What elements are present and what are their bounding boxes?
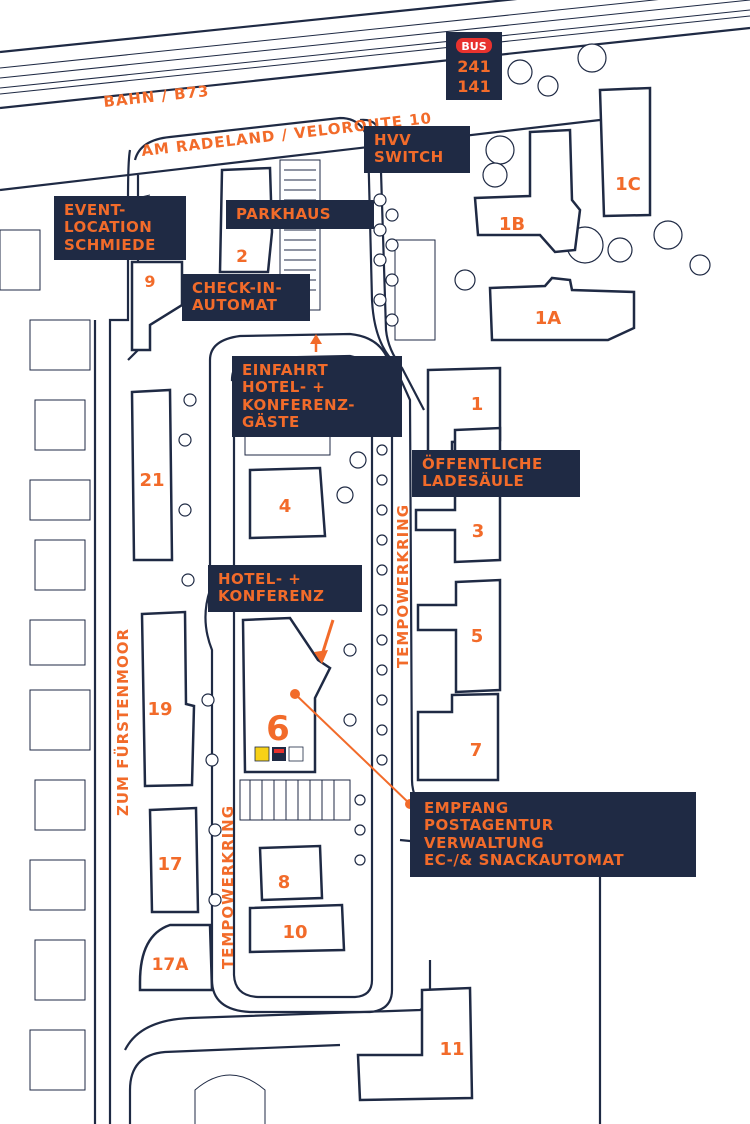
building-1b-number: 1B [499,214,525,235]
street-tempowerkring-east: TEMPOWERKRING [394,504,412,668]
trees [178,43,711,907]
label-line: EC-/& SNACKAUTOMAT [424,850,625,869]
bus-stop: BUS 241 141 [446,32,502,100]
building-21-number: 21 [139,470,164,491]
label-line: CHECK-IN- [192,279,283,297]
label-line: LOCATION [64,218,153,237]
label-line: HOTEL- + [242,378,326,397]
building-3-number: 3 [472,521,485,542]
residential-west [0,229,91,1091]
label-line: EMPFANG [424,799,509,817]
label-parkhaus: PARKHAUS [226,200,374,230]
label-line: HOTEL- + [218,570,302,588]
label-line: HVV [374,131,412,149]
building-1-number: 1 [471,394,484,415]
label-line: PARKHAUS [236,205,332,223]
label-hvv-switch: HVV SWITCH [364,126,470,173]
building-6-number: 6 [266,709,290,749]
label-line: AUTOMAT [192,296,278,315]
building-5-number: 5 [471,626,484,647]
building-1c-number: 1C [615,174,641,195]
label-line: EINFAHRT [242,361,329,379]
building-7-number: 7 [470,740,483,761]
label-einfahrt: EINFAHRT HOTEL- + KONFERENZ- GÄSTE [232,356,402,437]
label-line: ÖFFENTLICHE [422,455,543,473]
railway [0,0,750,192]
bus-line-141: 141 [457,77,490,96]
post-icon [254,746,270,762]
snack-icon [288,746,304,762]
label-line: EVENT- [64,201,126,219]
building-10-number: 10 [282,922,307,943]
label-ladesaeule: ÖFFENTLICHE LADESÄULE [412,450,580,497]
label-line: POSTAGENTUR [424,816,554,835]
street-tempowerkring-west: TEMPOWERKRING [219,805,237,969]
bus-badge: BUS [461,40,486,53]
label-empfang: EMPFANG POSTAGENTUR VERWALTUNG EC-/& SNA… [410,792,696,877]
label-event-location: EVENT- LOCATION SCHMIEDE [54,196,186,260]
street-zum-fuerstenmoor: ZUM FÜRSTENMOOR [113,628,132,816]
label-line: GÄSTE [242,412,300,431]
label-line: VERWALTUNG [424,833,545,852]
building-11-number: 11 [439,1039,464,1060]
label-line: SWITCH [374,148,444,167]
building-19-number: 19 [147,699,172,720]
label-line: KONFERENZ- [242,395,355,414]
label-hotel-konferenz: HOTEL- + KONFERENZ [208,565,362,612]
building-4-number: 4 [279,496,292,517]
building-2-number: 2 [236,247,248,267]
building-numbers: 1C 1B 1A 1 3 5 7 2 4 6 8 10 9 21 19 17 1… [139,174,640,1060]
bus-line-241: 241 [457,57,490,76]
building-8-number: 8 [278,872,291,893]
building-9-number: 9 [144,272,155,291]
building-17a-number: 17A [152,955,190,975]
street-bahn-b73: BAHN / B73 [103,82,211,111]
building-1a-number: 1A [535,308,562,329]
building-17-number: 17 [157,854,182,875]
label-line: KONFERENZ [218,587,325,606]
label-line: LADESÄULE [422,472,525,491]
service-icons [254,746,304,762]
label-line: SCHMIEDE [64,235,156,254]
label-checkin-automat: CHECK-IN- AUTOMAT [182,274,310,321]
